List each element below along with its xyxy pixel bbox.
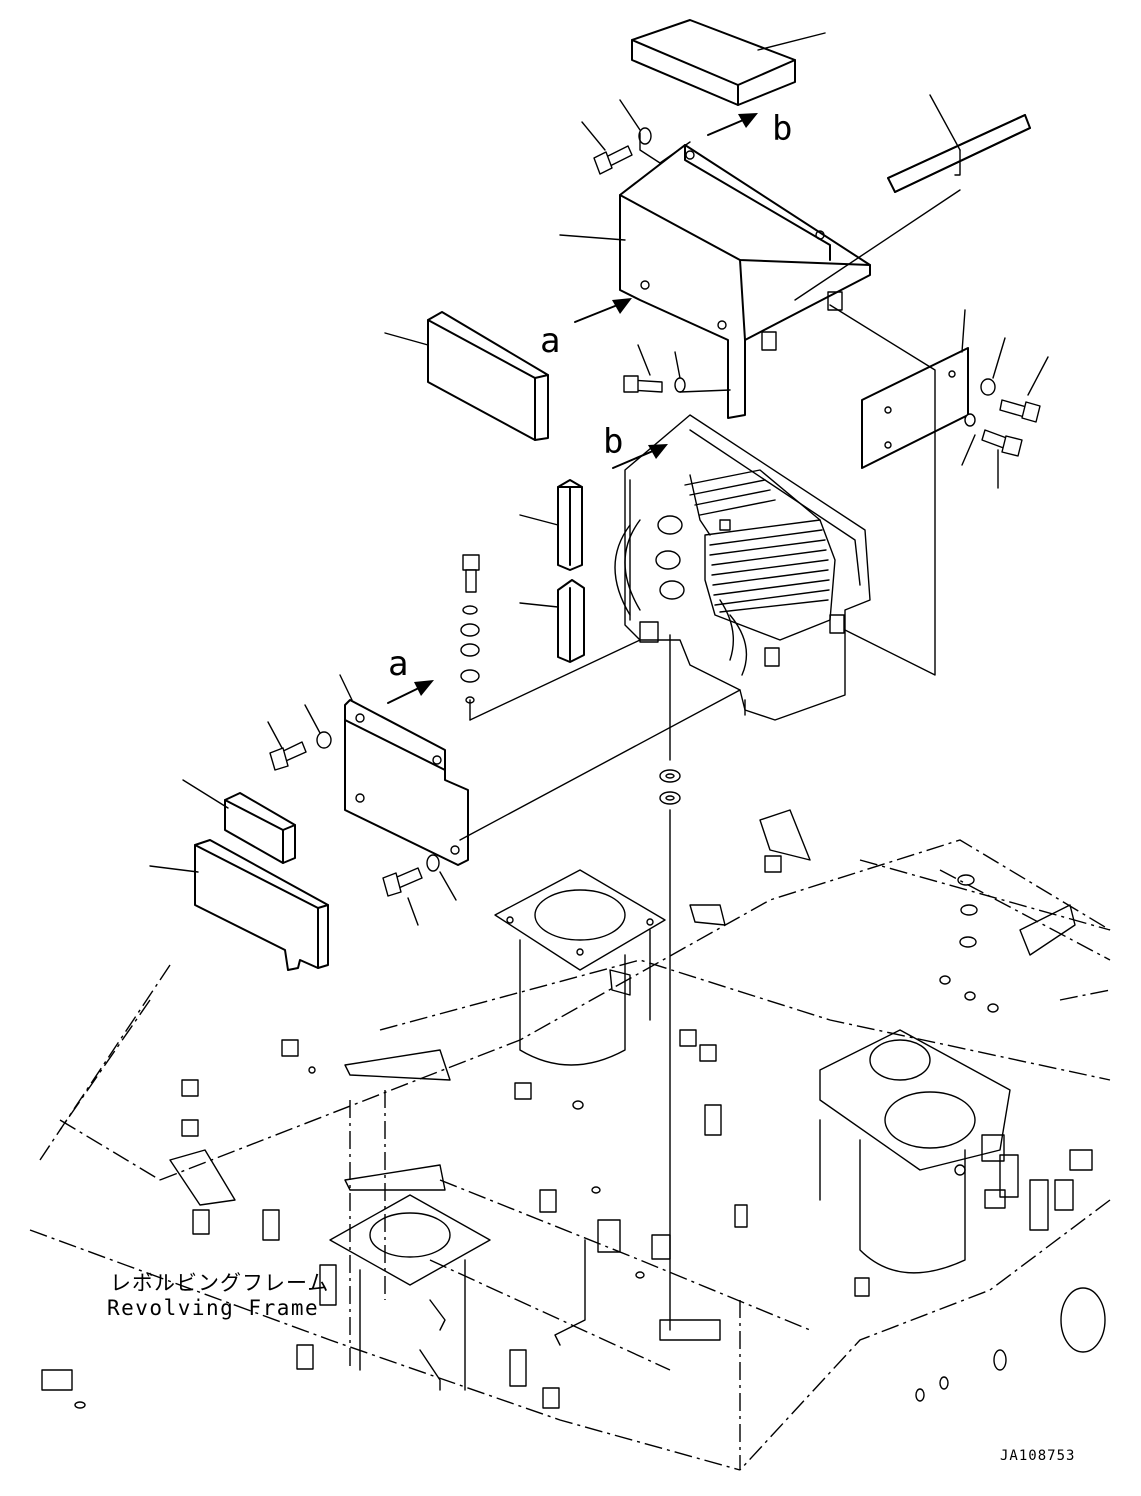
spacer-pad	[557, 479, 583, 571]
large-pad	[194, 839, 329, 971]
leader-lines	[149, 32, 1049, 1331]
view-arrow-b-upper: b	[707, 109, 792, 149]
lower-mount-plate	[329, 1194, 491, 1391]
bolt-icon	[999, 399, 1041, 423]
bolt-icon	[593, 145, 633, 175]
gusset-bracket	[1019, 904, 1076, 956]
revolving-frame	[29, 809, 1111, 1471]
gusset-bracket	[344, 1049, 451, 1081]
controller-assembly	[614, 414, 871, 721]
mount-stack	[460, 554, 480, 704]
gusset-bracket	[689, 904, 726, 926]
spacer-pad	[557, 579, 585, 663]
view-label-a: a	[388, 644, 408, 684]
heat-sink	[684, 469, 836, 641]
gusset-bracket	[344, 1164, 446, 1191]
bolt-icon	[981, 429, 1023, 457]
bolt-icon	[269, 741, 307, 771]
view-arrow-a-lower: a	[387, 644, 434, 704]
gusset-bracket	[759, 809, 811, 861]
mount-stack	[659, 769, 681, 805]
washer-icon	[316, 731, 332, 749]
bolt-icon	[382, 867, 423, 897]
view-arrow-a-upper: a	[540, 298, 632, 361]
strip-pad	[887, 114, 1031, 193]
top-pad	[631, 19, 796, 106]
side-plate	[861, 347, 969, 469]
frame-holes	[74, 874, 1106, 1409]
view-label-b: b	[772, 109, 792, 149]
left-mount-tower	[494, 869, 666, 1066]
frame-bosses	[41, 855, 1093, 1409]
caption-japanese: レボルビングフレーム	[110, 1271, 329, 1295]
washer-icon	[426, 854, 440, 872]
wiring-harness	[614, 515, 845, 676]
small-pad	[224, 792, 296, 864]
upper-cover-bracket	[619, 144, 871, 419]
view-arrow-b-lower: b	[603, 422, 668, 469]
washer-icon	[638, 127, 652, 145]
drawing-number: JA108753	[1000, 1448, 1075, 1464]
gusset-bracket	[169, 1149, 236, 1206]
washer-icon	[674, 377, 686, 393]
front-plate	[344, 699, 469, 866]
bolt-icon	[623, 375, 663, 393]
washer-icon	[964, 413, 976, 427]
caption-english: Revolving Frame	[107, 1296, 319, 1320]
view-label-b: b	[603, 422, 623, 462]
right-mount-tower	[819, 1029, 1011, 1274]
view-label-a: a	[540, 321, 560, 361]
front-pad	[427, 311, 549, 441]
washer-icon	[980, 378, 996, 396]
